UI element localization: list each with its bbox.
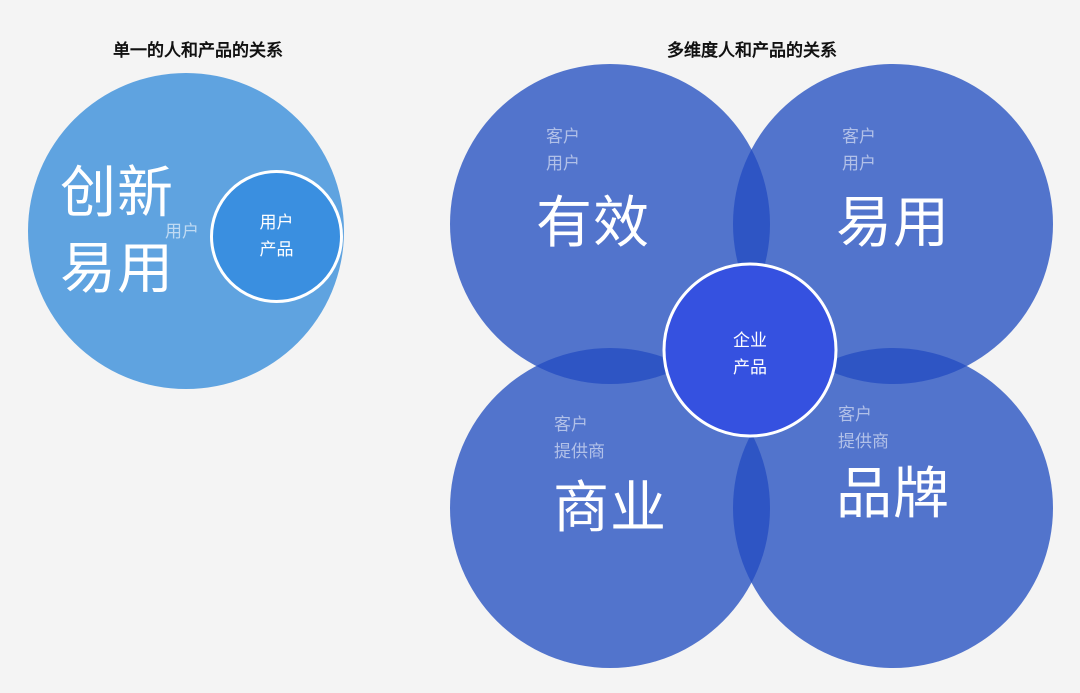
bl-sub-line2: 提供商 xyxy=(554,442,605,462)
center-line1: 企业 xyxy=(733,331,767,351)
left-inner-line2: 产品 xyxy=(259,240,294,260)
left-diagram-title: 单一的人和产品的关系 xyxy=(113,41,283,61)
center-line2: 产品 xyxy=(733,358,767,378)
bl-big-label: 商业 xyxy=(553,476,667,541)
tr-big-label: 易用 xyxy=(836,191,950,256)
br-sub-line2: 提供商 xyxy=(838,432,889,452)
tl-sub-line1: 客户 xyxy=(546,127,580,147)
left-big-label-line1: 创新 xyxy=(60,161,174,226)
left-big-label-line2: 易用 xyxy=(60,237,174,302)
tr-sub-line1: 客户 xyxy=(842,127,876,147)
tl-sub-line2: 用户 xyxy=(546,154,580,174)
right-diagram-title: 多维度人和产品的关系 xyxy=(667,41,837,61)
tl-big-label: 有效 xyxy=(536,191,650,256)
tr-sub-line2: 用户 xyxy=(842,154,876,174)
center-circle xyxy=(662,262,838,438)
br-big-label: 品牌 xyxy=(836,462,950,527)
br-sub-line1: 客户 xyxy=(838,405,872,425)
venn-circle-bottom-left xyxy=(450,348,770,668)
venn-circle-bottom-right xyxy=(733,348,1053,668)
left-inner-line1: 用户 xyxy=(259,213,294,233)
left-inner-circle xyxy=(210,170,343,303)
bl-sub-line1: 客户 xyxy=(554,415,588,435)
left-side-label: 用户 xyxy=(165,222,199,242)
